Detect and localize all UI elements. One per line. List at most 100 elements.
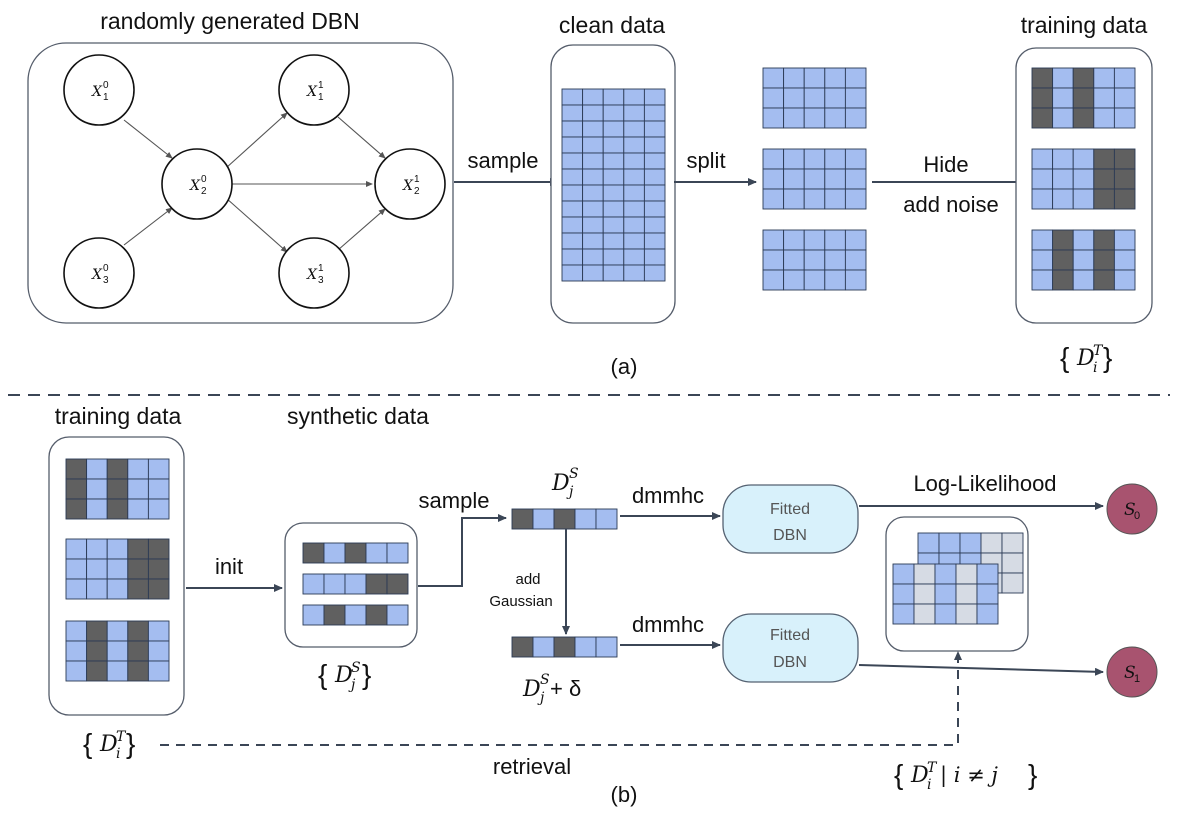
grid-cell: [913, 603, 936, 625]
node-sup: 0: [103, 80, 109, 91]
brace-close: }: [362, 659, 371, 690]
brace-close: }: [126, 728, 135, 759]
grid-cell: [86, 538, 108, 560]
grid-cell: [561, 136, 584, 154]
dbn-node-x2-0: X 0 2: [161, 148, 233, 220]
node-sub: 3: [103, 275, 109, 286]
grid-cell: [1093, 168, 1115, 190]
grid-cell: [643, 136, 666, 154]
grid-cell: [762, 148, 785, 170]
dbn-edges: [123, 112, 386, 253]
arrow-dmmhc-bottom-label: dmmhc: [632, 612, 704, 637]
grid-cell: [561, 216, 584, 234]
training-b-grid-2: [65, 538, 170, 600]
retrieved-grid-front: [892, 563, 999, 625]
grid-cell: [65, 538, 88, 560]
set-base: D: [99, 732, 118, 757]
grid-cell: [582, 216, 604, 234]
grid-cell: [1031, 87, 1054, 109]
grid-cell: [302, 573, 325, 595]
set-sub: j: [348, 677, 356, 693]
grid-cell: [1113, 188, 1136, 210]
djs-bottom-label: D S j + δ: [522, 672, 581, 706]
grid-cell: [147, 478, 170, 500]
grid-cell: [365, 573, 388, 595]
grid-cell: [643, 152, 666, 170]
grid-cell: [86, 620, 108, 642]
grid-cell: [783, 229, 805, 251]
score-sub: 1: [1134, 673, 1140, 685]
grid-cell: [892, 603, 915, 625]
grid-cell: [86, 660, 108, 682]
training-a-grid-2: [1031, 148, 1136, 210]
node-sup: 1: [414, 174, 420, 185]
grid-cell: [65, 458, 88, 480]
grid-cell: [1072, 229, 1095, 251]
grid-cell: [1093, 269, 1115, 291]
djs-sup: S: [540, 672, 550, 688]
grid-cell: [561, 248, 584, 266]
grid-cell: [65, 578, 88, 600]
grid-cell: [323, 604, 346, 626]
caption-b: (b): [611, 782, 638, 807]
node-sub: 2: [201, 186, 207, 197]
fitted-dbn-top: Fitted DBN: [722, 484, 859, 554]
grid-cell: [65, 478, 88, 500]
grid-cell: [1072, 107, 1095, 129]
grid-cell: [1093, 229, 1115, 251]
grid-cell: [582, 200, 604, 218]
grid-cell: [1052, 168, 1074, 190]
grid-cell: [561, 152, 584, 170]
grid-cell: [783, 67, 805, 89]
grid-cell: [1072, 148, 1095, 170]
grid-cell: [302, 604, 325, 626]
split-grid-3: [762, 229, 867, 291]
arrow-hide-label: Hide: [923, 152, 968, 177]
synthetic-grid-2: [302, 573, 409, 595]
arrow-loglik-bottom: [858, 664, 1104, 676]
grid-cell: [803, 249, 826, 271]
grid-cell: [127, 640, 149, 662]
dbn-node-x3-0: X 0 3: [63, 237, 135, 309]
grid-cell: [917, 532, 940, 554]
grid-cell: [344, 604, 367, 626]
grid-cell: [955, 603, 978, 625]
grid-cell: [844, 188, 867, 210]
grid-cell: [127, 578, 149, 600]
synthetic-data-title: synthetic data: [287, 403, 429, 429]
grid-cell: [643, 264, 666, 282]
grid-cell: [595, 508, 618, 530]
grid-cell: [1113, 67, 1136, 89]
grid-cell: [762, 87, 785, 109]
score-base: S: [1124, 500, 1136, 520]
grid-cell: [65, 660, 88, 682]
grid-cell: [553, 636, 576, 658]
grid-cell: [582, 232, 604, 250]
grid-cell: [106, 578, 129, 600]
grid-cell: [602, 120, 625, 138]
grid-cell: [1072, 168, 1095, 190]
grid-cell: [1113, 107, 1136, 129]
grid-cell: [561, 88, 584, 106]
grid-cell: [386, 542, 409, 564]
dbn-box: [27, 42, 454, 324]
clean-data-title: clean data: [559, 12, 665, 38]
grid-cell: [934, 563, 957, 585]
brace-open: {: [1060, 342, 1069, 373]
grid-cell: [824, 229, 846, 251]
grid-cell: [762, 229, 785, 251]
grid-cell: [602, 168, 625, 186]
grid-cell: [824, 107, 846, 129]
grid-cell: [762, 168, 785, 190]
grid-cell: [824, 269, 846, 291]
grid-cell: [344, 573, 367, 595]
grid-cell: [365, 604, 388, 626]
grid-cell: [511, 508, 534, 530]
grid-cell: [1113, 168, 1136, 190]
grid-cell: [955, 563, 978, 585]
grid-cell: [1113, 229, 1136, 251]
synthetic-grid-3: [302, 604, 409, 626]
grid-cell: [532, 508, 555, 530]
djs-sub: j: [566, 484, 574, 500]
